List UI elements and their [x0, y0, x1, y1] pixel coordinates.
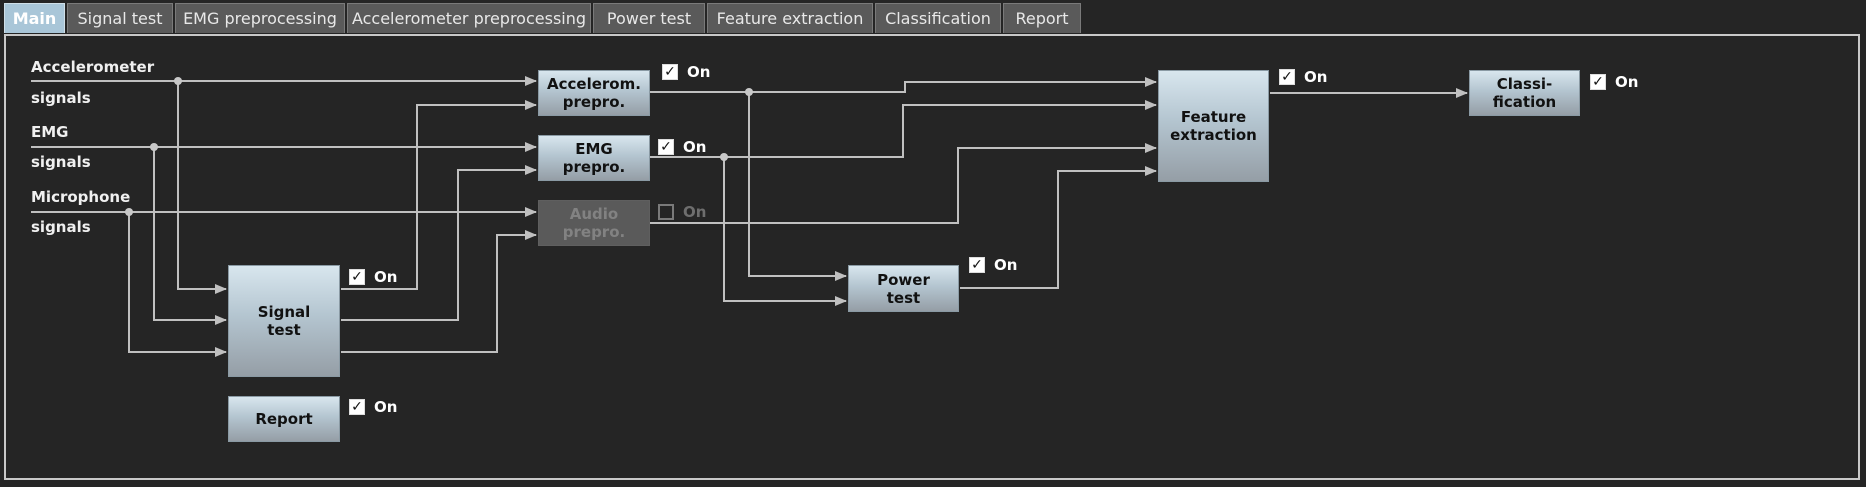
accelerom-prepro-toggle[interactable]: ✓ On [662, 63, 710, 81]
tab-emg-preprocessing[interactable]: EMG preprocessing [175, 3, 345, 33]
classification-toggle-label: On [1615, 73, 1639, 91]
report-block[interactable]: Report [228, 396, 340, 442]
checkbox-checked-icon: ✓ [1590, 74, 1606, 90]
power-test-toggle[interactable]: ✓ On [969, 256, 1017, 274]
emg-prepro-line2: prepro. [562, 158, 626, 176]
microphone-label: Microphone [31, 188, 131, 206]
tab-classification[interactable]: Classification [875, 3, 1001, 33]
accelerom-prepro-toggle-label: On [687, 63, 711, 81]
feature-extraction-line2: extraction [1170, 126, 1257, 144]
signal-test-line1: Signal [257, 303, 311, 321]
report-line1: Report [255, 410, 313, 428]
tab-signal-test[interactable]: Signal test [67, 3, 173, 33]
checkbox-checked-icon: ✓ [349, 269, 365, 285]
classification-line2: fication [1492, 93, 1557, 111]
audio-prepro-line2: prepro. [562, 223, 626, 241]
accelerom-prepro-line2: prepro. [562, 93, 626, 111]
accelerometer-label: Accelerometer [31, 58, 155, 76]
tab-report[interactable]: Report [1003, 3, 1081, 33]
checkbox-unchecked-icon [658, 204, 674, 220]
tab-main[interactable]: Main [4, 3, 65, 33]
power-test-line1: Power [877, 270, 930, 289]
accelerom-prepro-line1: Accelerom. [547, 75, 641, 93]
accelerom-prepro-block[interactable]: Accelerom.prepro. [538, 70, 650, 116]
emg-signals-label: signals [31, 153, 91, 171]
emg-label: EMG [31, 123, 69, 141]
checkbox-checked-icon: ✓ [349, 399, 365, 415]
checkbox-checked-icon: ✓ [662, 64, 678, 80]
tab-power-test[interactable]: Power test [593, 3, 705, 33]
emg-prepro-line1: EMG [575, 140, 613, 158]
emg-prepro-toggle[interactable]: ✓ On [658, 138, 706, 156]
feature-extraction-line1: Feature [1180, 108, 1247, 126]
emg-prepro-toggle-label: On [683, 138, 707, 156]
report-toggle-label: On [374, 398, 398, 416]
power-test-toggle-label: On [994, 256, 1018, 274]
classification-line1: Classi- [1496, 75, 1553, 93]
feature-extraction-toggle-label: On [1304, 68, 1328, 86]
checkbox-checked-icon: ✓ [969, 257, 985, 273]
tab-accelerometer-preprocessing[interactable]: Accelerometer preprocessing [347, 3, 591, 33]
audio-prepro-toggle-label: On [683, 203, 707, 221]
tab-bar: Main Signal test EMG preprocessing Accel… [0, 0, 1866, 34]
signal-test-line2: test [267, 321, 301, 339]
classification-block[interactable]: Classi-fication [1469, 70, 1580, 116]
accelerometer-signals-label: signals [31, 89, 91, 107]
power-test-line2: test [886, 288, 921, 307]
audio-prepro-toggle: On [658, 203, 706, 221]
signal-test-toggle[interactable]: ✓ On [349, 268, 397, 286]
signal-test-toggle-label: On [374, 268, 398, 286]
classification-toggle[interactable]: ✓ On [1590, 73, 1638, 91]
report-toggle[interactable]: ✓ On [349, 398, 397, 416]
tab-feature-extraction[interactable]: Feature extraction [707, 3, 873, 33]
feature-extraction-toggle[interactable]: ✓ On [1279, 68, 1327, 86]
audio-prepro-line1: Audio [569, 205, 619, 223]
checkbox-checked-icon: ✓ [1279, 69, 1295, 85]
checkbox-checked-icon: ✓ [658, 139, 674, 155]
microphone-signals-label: signals [31, 218, 91, 236]
